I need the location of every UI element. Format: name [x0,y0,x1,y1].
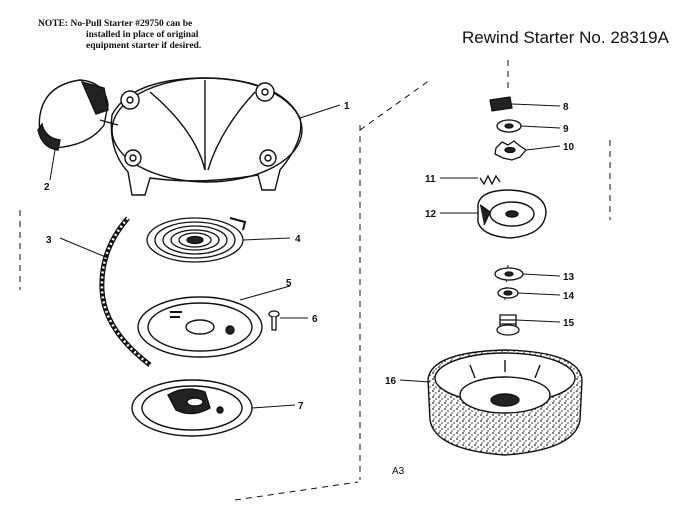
part-13-washer [495,268,523,280]
part-8-key [490,97,512,111]
leader-lines [50,104,560,408]
callout-2: 2 [44,182,50,193]
note-line-1: NOTE: No-Pull Starter #29750 can be [38,19,193,29]
part-15-bolt [497,315,519,335]
note-text: NOTE: No-Pull Starter #29750 can be inst… [38,19,268,52]
part-4-spring [147,218,245,262]
part-6-screw [269,311,279,330]
part-5-pulley [138,297,262,357]
callout-13: 13 [563,272,575,283]
callout-6: 6 [312,314,318,325]
callout-10: 10 [563,142,575,153]
callout-16: 16 [385,376,397,387]
part-14-nut [498,288,518,298]
note-line-2: installed in place of original [86,30,199,40]
callout-3: 3 [46,235,52,246]
part-2-handle [38,80,118,150]
part-10-star-washer [495,141,526,160]
diagram-title: Rewind Starter No. 28319A [462,28,669,47]
note-line-3: equipment starter if desired. [86,41,202,51]
part-11-spring [480,176,500,184]
callout-5: 5 [286,278,292,289]
callouts: 1 2 3 4 5 6 7 8 9 10 11 12 13 14 15 16 [44,101,575,412]
callout-15: 15 [563,318,575,329]
callout-9: 9 [563,124,569,135]
part-16-starter-cup [428,350,582,455]
part-3-rope [102,218,150,365]
callout-1: 1 [344,101,350,112]
part-7-plate [132,380,252,436]
callout-11: 11 [425,174,436,185]
part-12-cup [478,190,546,238]
callout-4: 4 [295,234,301,245]
callout-7: 7 [298,401,304,412]
callout-8: 8 [563,102,569,113]
callout-12: 12 [425,209,437,220]
page-code: A3 [392,466,405,477]
part-9-washer [497,120,521,132]
callout-14: 14 [563,291,575,302]
part-1-housing [111,78,302,195]
